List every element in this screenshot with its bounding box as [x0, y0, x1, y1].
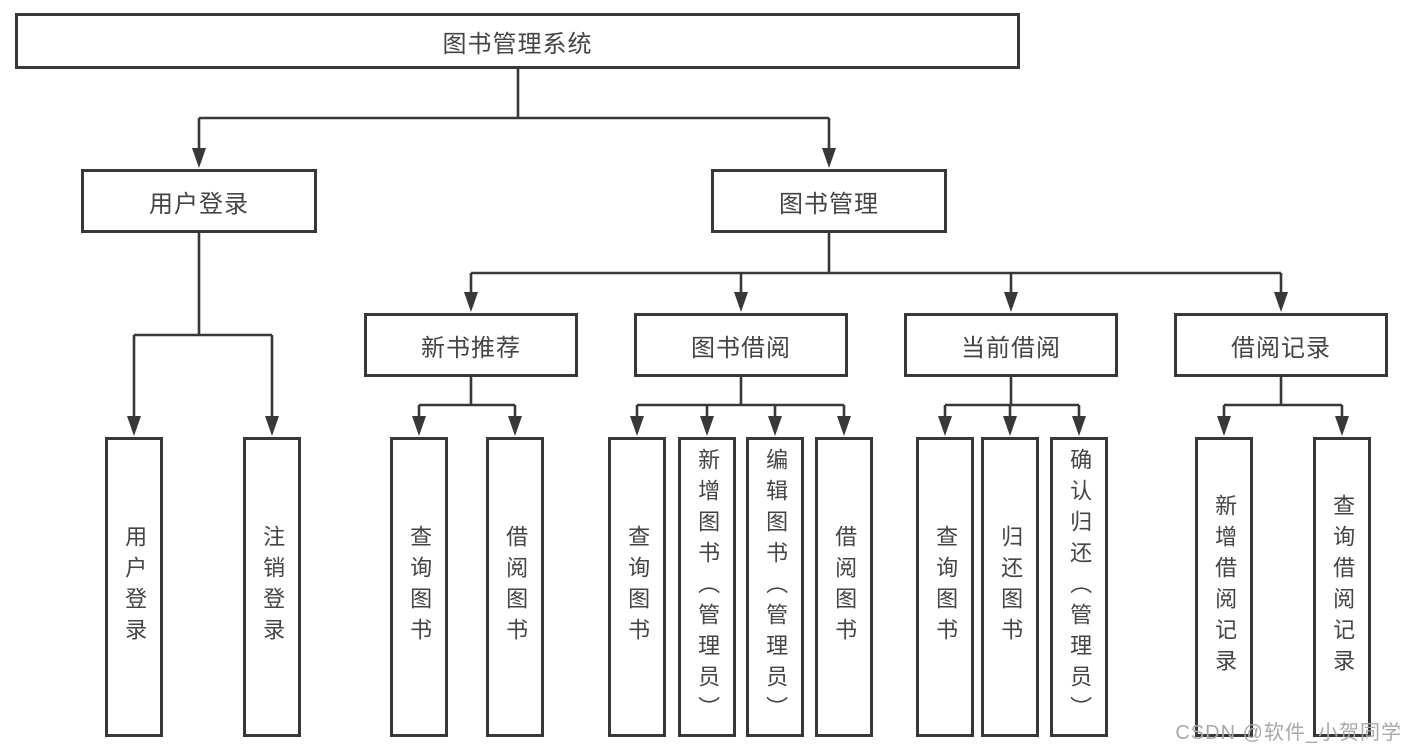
node-new-book-recommend-label: 新书推荐 — [421, 334, 521, 362]
leaf-query-books-current-label: 查询图书 — [933, 525, 959, 649]
leaf-borrow-books-borrowing-label: 借阅图书 — [832, 525, 858, 649]
leaf-query-books-current: 查询图书 — [916, 437, 974, 737]
leaf-query-books-borrowing-label: 查询图书 — [625, 525, 651, 649]
leaf-query-borrow-record-label: 查询借阅记录 — [1330, 494, 1356, 680]
leaf-confirm-return-admin-label: 确认归还（管理员） — [1067, 447, 1093, 727]
node-borrowing-records-label: 借阅记录 — [1231, 334, 1331, 362]
leaf-add-books-admin-label: 新增图书（管理员） — [695, 447, 721, 727]
leaf-return-books: 归还图书 — [981, 437, 1039, 737]
node-root-label: 图书管理系统 — [442, 30, 593, 58]
node-book-borrowing-label: 图书借阅 — [691, 334, 791, 362]
node-current-borrowing: 当前借阅 — [904, 313, 1118, 377]
leaf-query-borrow-record: 查询借阅记录 — [1313, 437, 1371, 737]
leaf-borrow-books-recommend-label: 借阅图书 — [503, 525, 529, 649]
leaf-user-login-label: 用户登录 — [122, 525, 148, 649]
leaf-confirm-return-admin: 确认归还（管理员） — [1050, 437, 1108, 737]
node-book-borrowing: 图书借阅 — [634, 313, 848, 377]
leaf-query-books-borrowing: 查询图书 — [608, 437, 666, 737]
leaf-user-login: 用户登录 — [105, 437, 163, 737]
leaf-add-borrow-record: 新增借阅记录 — [1195, 437, 1253, 737]
leaf-borrow-books-borrowing: 借阅图书 — [815, 437, 873, 737]
leaf-add-books-admin: 新增图书（管理员） — [678, 437, 736, 737]
node-user-login-label: 用户登录 — [149, 190, 249, 218]
node-current-borrowing-label: 当前借阅 — [961, 334, 1061, 362]
leaf-edit-books-admin-label: 编辑图书（管理员） — [763, 447, 789, 727]
node-book-management-label: 图书管理 — [779, 190, 879, 218]
leaf-query-books-recommend: 查询图书 — [390, 437, 448, 737]
leaf-borrow-books-recommend: 借阅图书 — [486, 437, 544, 737]
leaf-logout: 注销登录 — [243, 437, 301, 737]
node-book-management: 图书管理 — [711, 169, 947, 233]
leaf-logout-label: 注销登录 — [260, 525, 286, 649]
leaf-edit-books-admin: 编辑图书（管理员） — [746, 437, 804, 737]
leaf-return-books-label: 归还图书 — [998, 525, 1024, 649]
node-borrowing-records: 借阅记录 — [1174, 313, 1388, 377]
node-user-login: 用户登录 — [81, 169, 317, 233]
node-new-book-recommend: 新书推荐 — [364, 313, 578, 377]
leaf-query-books-recommend-label: 查询图书 — [407, 525, 433, 649]
node-root: 图书管理系统 — [15, 13, 1020, 69]
csdn-watermark: CSDN @软件_小贺同学 — [1175, 722, 1402, 744]
leaf-add-borrow-record-label: 新增借阅记录 — [1212, 494, 1238, 680]
arrowheads — [127, 148, 1349, 436]
